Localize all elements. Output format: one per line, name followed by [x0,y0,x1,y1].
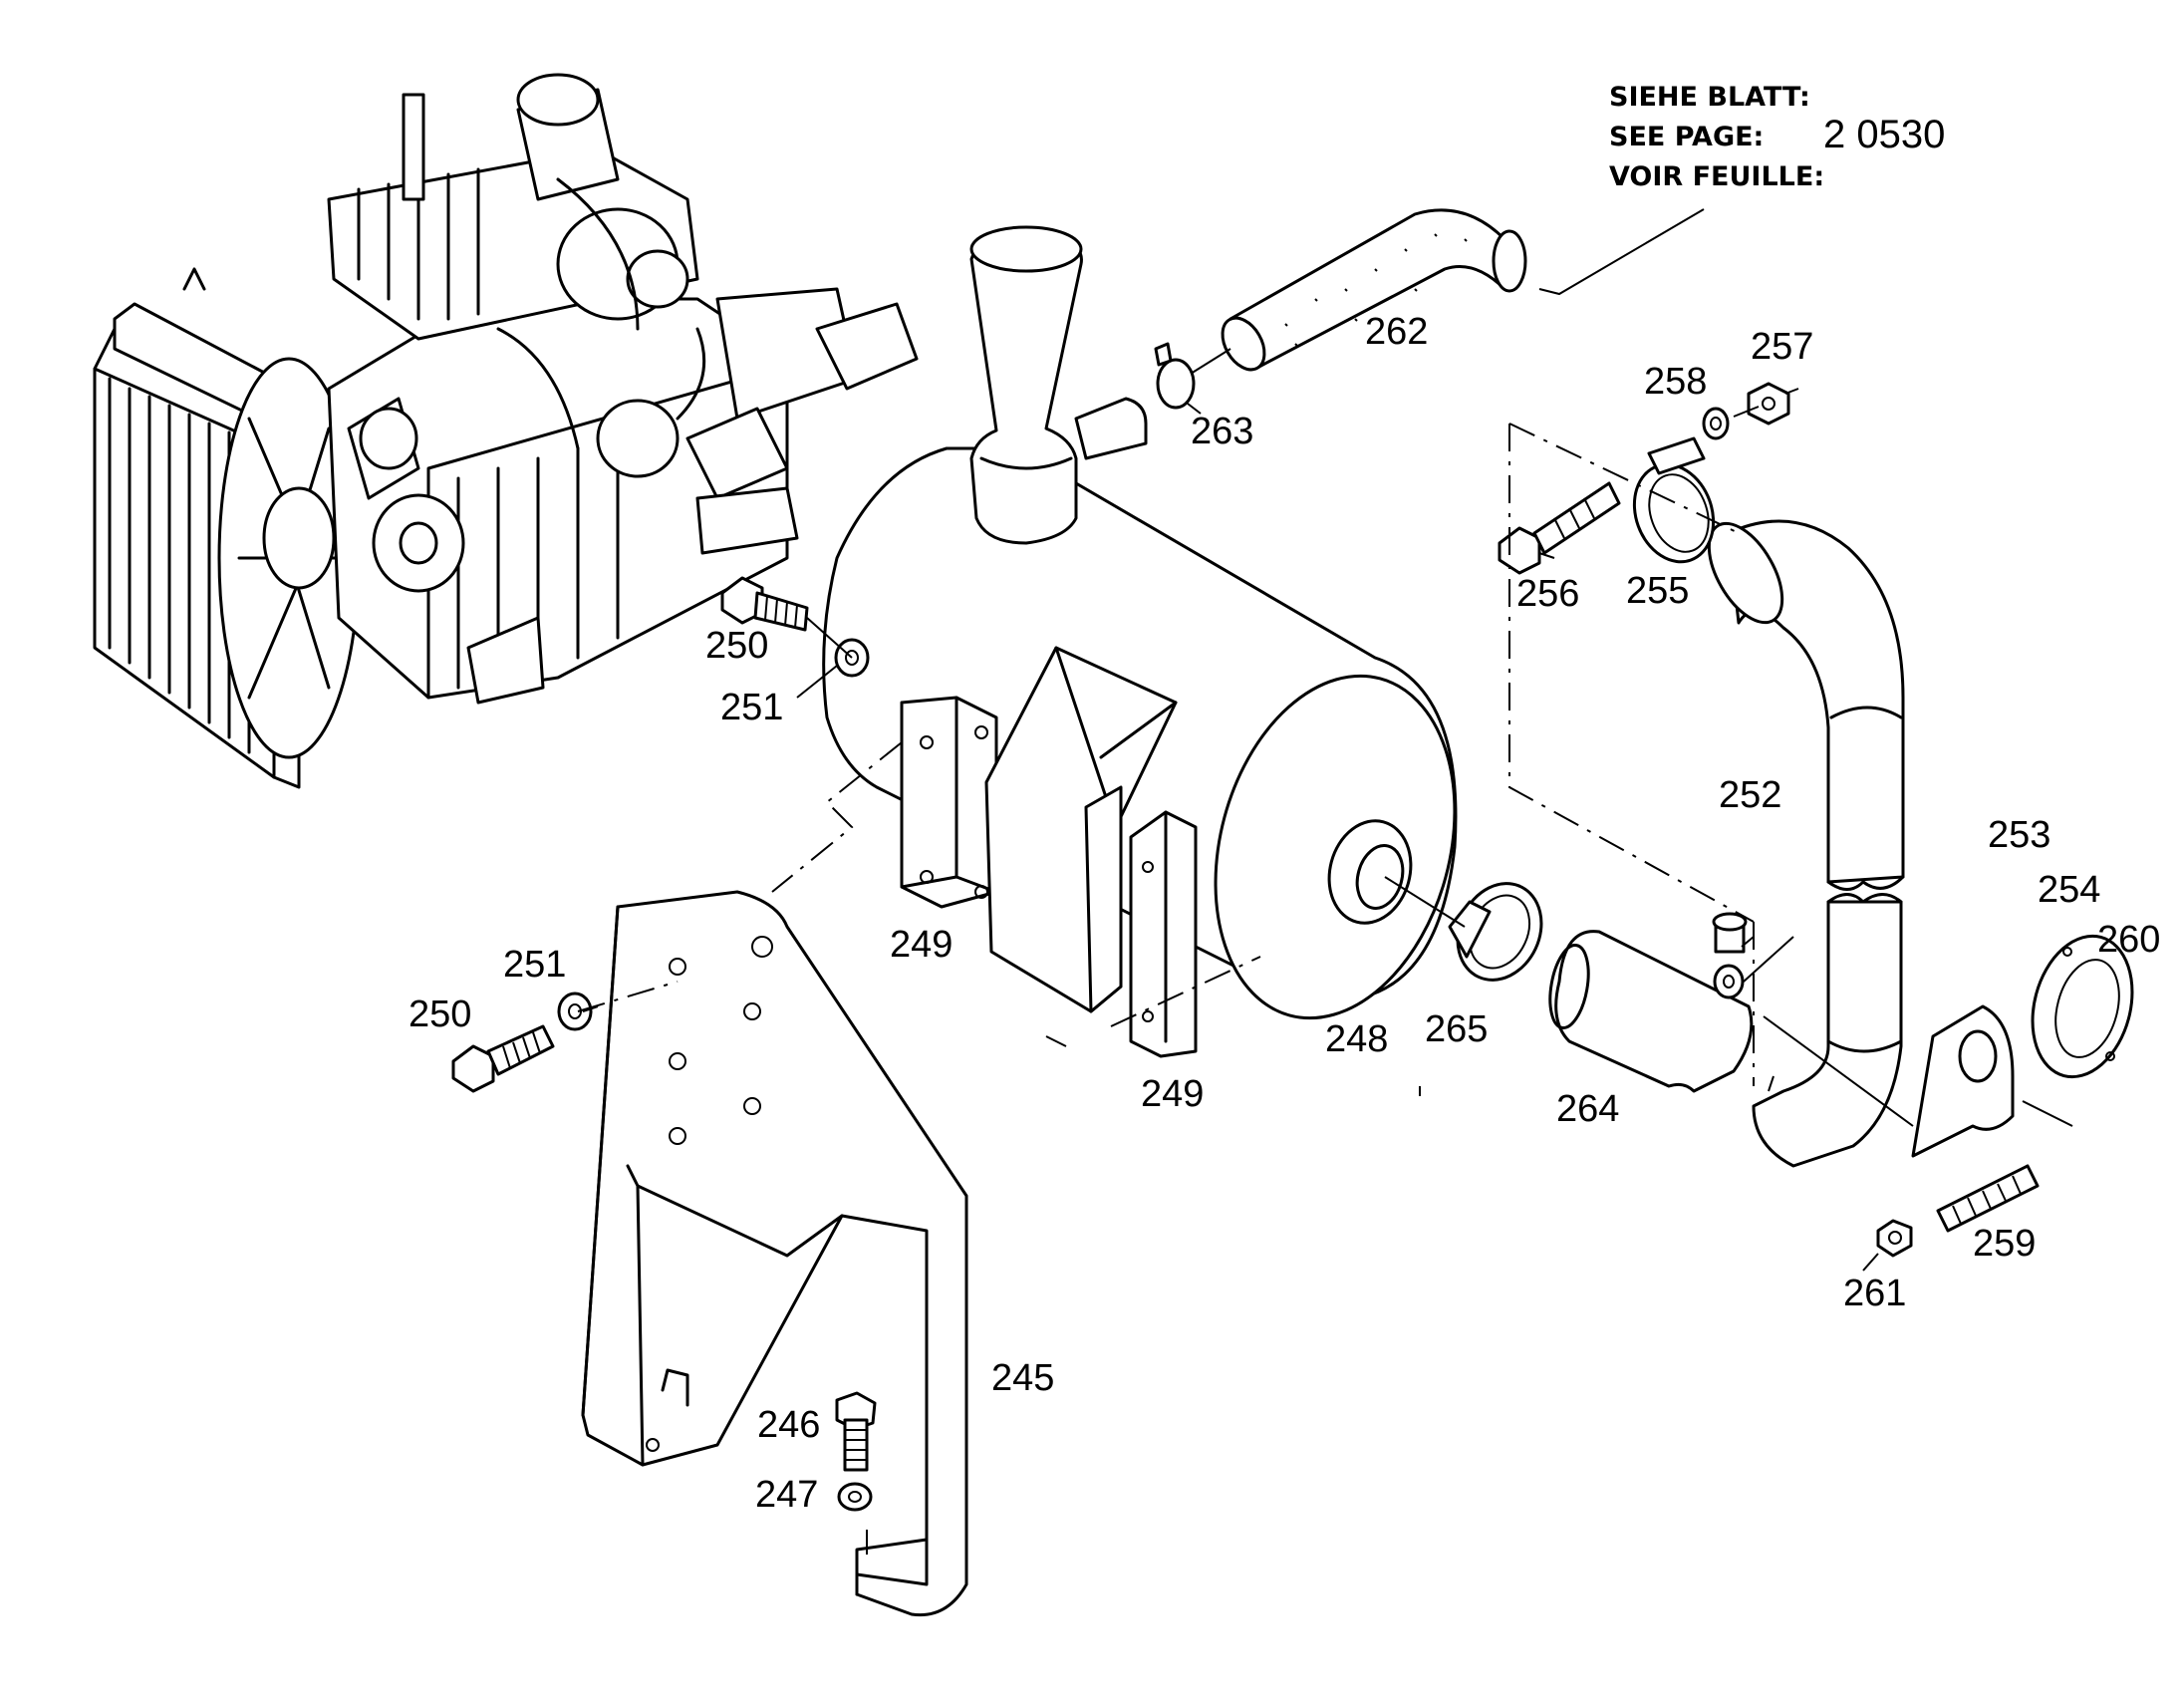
plug-253 [1712,912,1748,954]
nut-257 [1747,382,1790,426]
assembly-lines [577,423,1774,1555]
bracket-249-right [1129,810,1198,1058]
part-label-251-lower: 251 [503,944,566,986]
part-label-255: 255 [1626,570,1689,612]
exhaust-pipe-252 [1707,519,1905,1168]
part-label-260: 260 [2097,919,2160,961]
hose-262 [1221,208,1527,372]
washer-254 [1713,964,1745,999]
sleeve-264 [1548,930,1754,1093]
part-label-248: 248 [1325,1018,1388,1060]
part-label-246: 246 [757,1404,820,1446]
part-label-252: 252 [1719,774,1781,816]
reference-line-1: SIEHE BLATT: [1609,82,1810,113]
reference-line-2: SEE PAGE: [1609,122,1764,152]
part-label-251-upper: 251 [720,687,783,728]
clamp-263 [1154,342,1196,410]
bolt-256 [1498,481,1621,575]
washer-251-lower [557,992,593,1031]
mounting-bracket-245 [581,890,968,1617]
part-label-250-lower: 250 [409,994,471,1035]
part-label-257: 257 [1751,326,1813,368]
clamp-255 [1632,436,1716,564]
part-label-250-upper: 250 [705,625,768,667]
part-label-264: 264 [1556,1088,1619,1130]
page-reference: SIEHE BLATT: SEE PAGE: VOIR FEUILLE: 2 0… [1609,82,1945,192]
part-labels: 245 246 247 248 249 249 250 250 251 251 … [409,311,2160,1516]
washer-247 [837,1482,873,1512]
bracket-249-left [900,696,998,909]
washer-258 [1702,407,1730,440]
part-label-261: 261 [1843,1273,1906,1314]
part-label-254: 254 [2038,869,2100,911]
nut-261 [1876,1219,1913,1258]
part-label-258: 258 [1644,361,1707,403]
leader-lines [582,208,2073,1272]
bolt-250-upper [720,576,809,632]
part-label-256: 256 [1516,573,1579,615]
part-label-265: 265 [1425,1008,1488,1050]
bolt-250-lower [451,1024,555,1093]
reference-line-3: VOIR FEUILLE: [1609,161,1824,192]
part-label-262: 262 [1365,311,1428,353]
part-label-245: 245 [991,1357,1054,1399]
part-label-247: 247 [755,1474,818,1516]
engine-assembly [93,73,919,789]
stud-259 [1936,1164,2040,1233]
part-label-249-left: 249 [890,924,953,966]
bolt-246 [835,1391,877,1472]
heat-shield [984,646,1178,1013]
part-label-259: 259 [1973,1223,2036,1265]
reference-page-number: 2 0530 [1823,113,1945,156]
part-label-253: 253 [1988,814,2050,856]
flange-elbow [1911,1004,2015,1158]
clamp-265 [1448,882,1543,982]
gasket-260 [2031,934,2134,1079]
part-label-263: 263 [1191,411,1253,452]
part-label-249-right: 249 [1141,1073,1204,1115]
